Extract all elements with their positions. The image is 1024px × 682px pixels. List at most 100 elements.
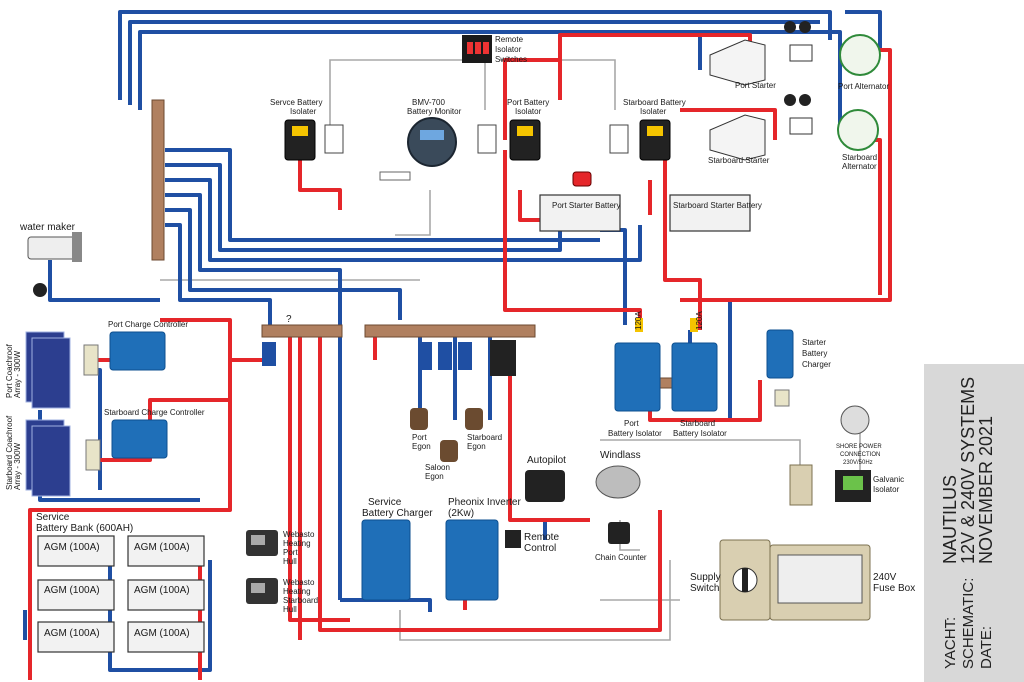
inverter-label-1: Pheonix Inverter — [448, 497, 521, 508]
fuse-box-label-1: 240V — [873, 572, 897, 583]
starboard-coachroof-array: Starboard Coachroof Array - 300W — [5, 415, 71, 497]
webasto-starboard-control: Webasto Heating Starboard Hull — [246, 578, 318, 614]
shore-power-label-1: SHORE POWER — [836, 444, 882, 450]
port-battery-isolator: 120A Port Battery Isolator — [608, 311, 662, 438]
supply-switch-label-2: Switch — [690, 583, 719, 594]
starter-charger-label-1: Starter — [802, 338, 826, 347]
phoenix-inverter: Pheonix Inverter (2Kw) — [445, 497, 521, 601]
port-egon-label-2: Egon — [412, 442, 431, 451]
remote-isolator-label-3: Switches — [495, 55, 527, 64]
agm-battery-6 — [127, 621, 205, 653]
stbd-alternator-label-2: Alternator — [842, 162, 877, 171]
galvanic-isolator: Galvanic Isolator — [789, 464, 904, 506]
stbd-starter-battery-label: Starboard Starter Battery — [673, 201, 762, 210]
agm-label-4: AGM (100A) — [134, 542, 190, 553]
service-isolator-label-2: Isolater — [290, 107, 317, 116]
port-starter-label: Port Starter — [735, 81, 776, 90]
webasto-port-label-1: Webasto — [283, 530, 315, 539]
starboard-charge-controller: Starboard Charge Controller — [85, 408, 205, 471]
stbd-isolator-rating: 120A — [695, 311, 704, 330]
webasto-port-label-3: Port — [283, 548, 298, 557]
agm-label-6: AGM (100A) — [134, 628, 190, 639]
port-battery-isolator-label-1: Port — [624, 419, 639, 428]
webasto-stbd-label-1: Webasto — [283, 578, 315, 587]
port-alternator: Port Alternator — [838, 34, 889, 91]
port-starter-battery: Port Starter Battery — [539, 194, 621, 232]
port-isolator-top-label-2: Isolator — [515, 107, 542, 116]
agm-label-2: AGM (100A) — [44, 585, 100, 596]
date-label: DATE: — [978, 625, 995, 669]
agm-battery-2 — [37, 579, 115, 611]
port-charge-controller: Port Charge Controller — [83, 320, 188, 376]
webasto-stbd-label-3: Starboard — [283, 596, 318, 605]
service-isolator-label-1: Servce Battery — [270, 98, 322, 107]
shore-power-label-3: 230V/50Hz — [843, 460, 873, 466]
port-battery-isolator-top: Port Battery Isolator — [477, 98, 592, 187]
fuse-block: ? — [262, 314, 516, 376]
chain-counter: Chain Counter — [595, 522, 647, 562]
egon-heaters: Port Egon Starboard Egon Saloon Egon — [410, 408, 502, 481]
remote-isolator-switches: Remote Isolator Switches — [462, 35, 527, 64]
stbd-battery-isolator-label-2: Battery Isolator — [673, 429, 727, 438]
agm-battery-1 — [37, 535, 115, 567]
stbd-isolator-top-label-2: Isolater — [640, 107, 667, 116]
saloon-egon-label-1: Saloon — [425, 463, 450, 472]
bmv-700-battery-monitor: BMV-700 Battery Monitor — [379, 98, 462, 181]
service-battery-isolator: Servce Battery Isolater — [270, 98, 344, 161]
starter-charger-label-2: Battery — [802, 349, 827, 358]
port-starter-battery-label: Port Starter Battery — [552, 201, 620, 210]
galvanic-label-2: Isolator — [873, 485, 900, 494]
service-charger-label-2: Battery Charger — [362, 508, 433, 519]
shore-power-label-2: CONNECTION — [840, 452, 880, 458]
fuse-busbar — [364, 324, 536, 338]
starboard-battery-isolator-top: Starboard Battery Isolater — [609, 98, 686, 161]
starboard-battery-isolator: 120A Starboard Battery Isolator — [671, 311, 727, 438]
negative-wires — [23, 10, 882, 672]
remote-isolator-label-2: Isolator — [495, 45, 522, 54]
port-charge-controller-label: Port Charge Controller — [108, 320, 188, 329]
windlass: Windlass — [595, 450, 641, 499]
supply-switch: Supply Switch — [690, 539, 771, 621]
stbd-charge-controller-label: Starboard Charge Controller — [104, 408, 205, 417]
port-coachroof-array: Port Coachroof Array - 300W — [5, 331, 71, 409]
starboard-starter-battery: Starboard Starter Battery — [669, 194, 762, 232]
agm-label-5: AGM (100A) — [134, 585, 190, 596]
service-battery-charger: Service Battery Charger — [361, 497, 433, 601]
webasto-stbd-label-4: Hull — [283, 605, 297, 614]
water-maker-label: water maker — [19, 222, 76, 233]
port-alternator-label: Port Alternator — [838, 82, 889, 91]
water-maker: water maker — [19, 222, 82, 297]
title-block: YACHT: SCHEMATIC: DATE: NAUTILUS 12V & 2… — [924, 364, 1024, 682]
starboard-starter: Starboard Starter — [708, 94, 813, 165]
bmv-label-1: BMV-700 — [412, 98, 445, 107]
positive-busbar — [261, 324, 343, 338]
port-isolator-rating: 120A — [634, 311, 643, 330]
autopilot-label: Autopilot — [527, 455, 566, 466]
stbd-egon-label-1: Starboard — [467, 433, 502, 442]
fuse-box-label-2: Fuse Box — [873, 583, 915, 594]
service-battery-bank: Service Battery Bank (600AH) AGM (100A) … — [36, 512, 205, 653]
starboard-alternator: Starboard Alternator — [837, 109, 879, 171]
webasto-port-label-4: Hull — [283, 557, 297, 566]
service-charger-label-1: Service — [368, 497, 402, 508]
fuse-box-240v: 240V Fuse Box — [769, 544, 915, 621]
webasto-port-label-2: Heating — [283, 539, 311, 548]
webasto-port-control: Webasto Heating Port Hull — [246, 530, 315, 566]
chain-counter-label: Chain Counter — [595, 553, 647, 562]
port-coachroof-label-2: Array - 300W — [13, 350, 22, 398]
service-bank-label-1: Service — [36, 512, 70, 523]
agm-battery-4 — [127, 535, 205, 567]
stbd-alternator-label-1: Starboard — [842, 153, 877, 162]
schematic-label: SCHEMATIC: — [960, 577, 977, 669]
port-egon-label-1: Port — [412, 433, 427, 442]
port-coachroof-label-1: Port Coachroof — [5, 343, 14, 398]
remote-control-label-2: Control — [524, 543, 556, 554]
stbd-coachroof-label-1: Starboard Coachroof — [5, 415, 14, 490]
stbd-starter-label: Starboard Starter — [708, 156, 770, 165]
yacht-label: YACHT: — [942, 616, 959, 669]
agm-battery-3 — [37, 621, 115, 653]
starter-charger-label-3: Charger — [802, 360, 831, 369]
autopilot: Autopilot — [525, 455, 566, 502]
galvanic-label-1: Galvanic — [873, 475, 904, 484]
